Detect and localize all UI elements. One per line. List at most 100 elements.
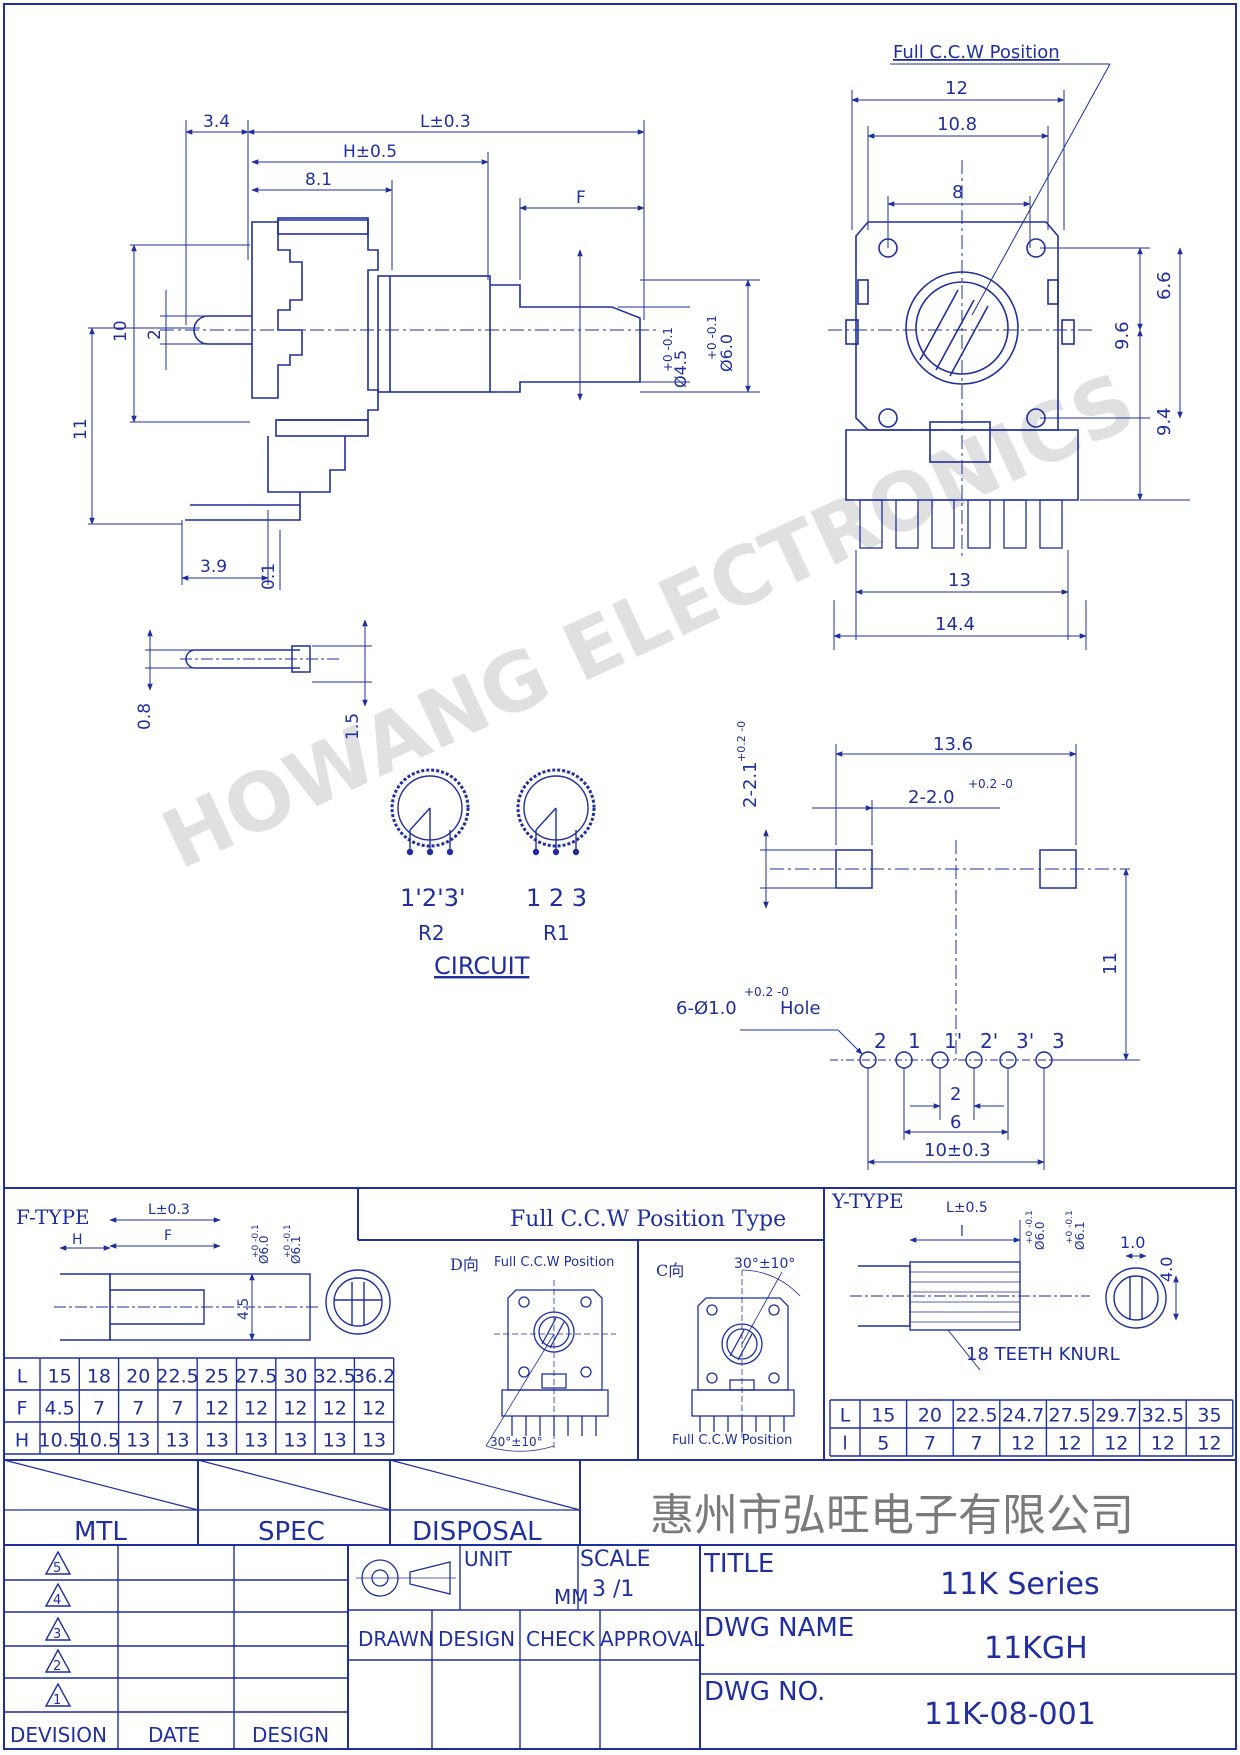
dim-0-8: 0.8 bbox=[135, 703, 155, 730]
table-cell: 32.5 bbox=[314, 1365, 356, 1387]
table-cell: 13 bbox=[362, 1429, 386, 1451]
y-type-drawing bbox=[850, 1220, 1179, 1371]
circuit-title: CIRCUIT bbox=[434, 952, 530, 980]
dim-13-6: 13.6 bbox=[933, 734, 973, 755]
f-type-f: F bbox=[164, 1228, 172, 1244]
title-label: TITLE bbox=[703, 1549, 774, 1579]
ccw-type-drawings bbox=[485, 1240, 801, 1460]
dim-3-4: 3.4 bbox=[203, 112, 230, 132]
table-cell: 13 bbox=[126, 1429, 150, 1451]
unit-label: UNIT bbox=[464, 1547, 512, 1571]
table-cell: L bbox=[17, 1365, 28, 1387]
f-type-4-5: 4.5 bbox=[236, 1298, 252, 1320]
watermark-text: HOWANG ELECTRONICS bbox=[149, 355, 1149, 887]
dwg-no-label: DWG NO. bbox=[704, 1677, 825, 1707]
devision-label: DEVISION bbox=[10, 1723, 107, 1747]
pin-1p: 1' bbox=[944, 1029, 962, 1053]
table-cell: 36.2 bbox=[353, 1365, 395, 1387]
circuit-labels: 1'2'3' R2 1 2 3 R1 CIRCUIT bbox=[400, 884, 587, 980]
y-type-knurl: 18 TEETH KNURL bbox=[966, 1344, 1120, 1365]
dim-2-2-1: 2-2.1 bbox=[740, 761, 761, 808]
dim-F: F bbox=[576, 188, 586, 208]
dim-L: L±0.3 bbox=[420, 112, 471, 132]
scale-value: 3 /1 bbox=[592, 1577, 634, 1602]
table-cell: L bbox=[840, 1404, 851, 1426]
dim-14-4: 14.4 bbox=[935, 614, 975, 635]
r2-label: R2 bbox=[418, 921, 445, 945]
y-type-dia61: Ø6.1 bbox=[1073, 1221, 1087, 1250]
c-view-angle: 30°±10° bbox=[734, 1256, 795, 1272]
dim-8: 8 bbox=[952, 182, 963, 203]
dim-9-4: 9.4 bbox=[1154, 407, 1175, 436]
hole-suffix: Hole bbox=[780, 998, 821, 1019]
table-cell: 13 bbox=[283, 1429, 307, 1451]
dim-dia-4-5: Ø4.5 bbox=[671, 350, 690, 388]
dim-0-1: 0.1 bbox=[259, 563, 279, 590]
dim-H: H±0.5 bbox=[343, 142, 397, 162]
table-cell: 7 bbox=[93, 1397, 105, 1419]
check-label: CHECK bbox=[526, 1627, 596, 1651]
dim-dia-6-0: Ø6.0 bbox=[717, 334, 736, 372]
dim-1-5: 1.5 bbox=[343, 713, 363, 740]
date-label: DATE bbox=[148, 1723, 200, 1747]
r2-pins: 1'2'3' bbox=[400, 884, 466, 912]
side-view-labels: 3.4 L±0.3 H±0.5 8.1 F 10 2 11 3.9 0.1 Ø4… bbox=[71, 112, 736, 590]
table-cell: 13 bbox=[205, 1429, 229, 1451]
table-cell: 12 bbox=[362, 1397, 386, 1419]
hole-tol: +0.2 -0 bbox=[744, 985, 789, 999]
f-type-title: F-TYPE bbox=[16, 1205, 90, 1229]
dim-2-2-1-tol: +0.2 -0 bbox=[735, 721, 748, 762]
table-cell: 7 bbox=[970, 1432, 982, 1454]
y-type-i: l bbox=[960, 1224, 964, 1240]
table-cell: 13 bbox=[165, 1429, 189, 1451]
table-cell: 12 bbox=[244, 1397, 268, 1419]
scale-label: SCALE bbox=[580, 1547, 651, 1572]
dwg-name-value: 11KGH bbox=[984, 1631, 1088, 1666]
d-view-label: D向 bbox=[450, 1255, 479, 1274]
pcb-layout bbox=[740, 744, 1140, 1170]
table-cell: 10.5 bbox=[38, 1429, 80, 1451]
f-type-dia60: Ø6.0 bbox=[257, 1235, 271, 1264]
design-label-2: DESIGN bbox=[252, 1723, 329, 1747]
table-cell: H bbox=[15, 1429, 29, 1451]
rev-2: 2 bbox=[53, 1659, 61, 1674]
table-cell: 12 bbox=[1197, 1432, 1221, 1454]
pin-3p: 3' bbox=[1016, 1029, 1034, 1053]
table-cell: 5 bbox=[877, 1432, 889, 1454]
f-type-dia61: Ø6.1 bbox=[289, 1235, 303, 1264]
table-cell: 35 bbox=[1197, 1404, 1221, 1426]
table-cell: 10.5 bbox=[78, 1429, 120, 1451]
ccw-type-labels: Full C.C.W Position Type D向 Full C.C.W P… bbox=[450, 1207, 795, 1449]
f-type-h: H bbox=[72, 1232, 83, 1248]
pin-3: 3 bbox=[1052, 1029, 1065, 1053]
table-cell: 15 bbox=[48, 1365, 72, 1387]
table-cell: 29.7 bbox=[1095, 1404, 1137, 1426]
rev-5: 5 bbox=[53, 1561, 61, 1576]
dim-6-6: 6.6 bbox=[1154, 271, 1175, 300]
table-cell: 20 bbox=[918, 1404, 942, 1426]
table-cell: 30 bbox=[283, 1365, 307, 1387]
table-cell: 13 bbox=[244, 1429, 268, 1451]
dim-9-6: 9.6 bbox=[1112, 321, 1133, 350]
f-type-dia60-tol: +0 -0.1 bbox=[251, 1224, 261, 1258]
pin-1: 1 bbox=[908, 1029, 921, 1053]
f-type-drawing bbox=[54, 1217, 391, 1341]
dim-pcb-6: 6 bbox=[950, 1112, 961, 1133]
table-cell: 12 bbox=[1151, 1432, 1175, 1454]
table-cell: F bbox=[17, 1397, 28, 1419]
table-cell: 32.5 bbox=[1142, 1404, 1184, 1426]
rev-1: 1 bbox=[53, 1693, 61, 1708]
front-view bbox=[828, 63, 1190, 650]
dwg-name-label: DWG NAME bbox=[704, 1613, 854, 1643]
table-cell: 7 bbox=[132, 1397, 144, 1419]
dim-dia-6-0-tol: +0 -0.1 bbox=[705, 315, 719, 360]
ccw-type-title: Full C.C.W Position Type bbox=[510, 1207, 786, 1232]
design-label: DESIGN bbox=[438, 1627, 515, 1651]
d-view-note: Full C.C.W Position bbox=[494, 1255, 614, 1270]
r1-pins: 1 2 3 bbox=[526, 884, 587, 912]
table-cell: 4.5 bbox=[45, 1397, 75, 1419]
disposal-label: DISPOSAL bbox=[412, 1517, 542, 1547]
approval-label: APPROVAL bbox=[600, 1627, 705, 1651]
dim-2: 2 bbox=[145, 329, 165, 340]
